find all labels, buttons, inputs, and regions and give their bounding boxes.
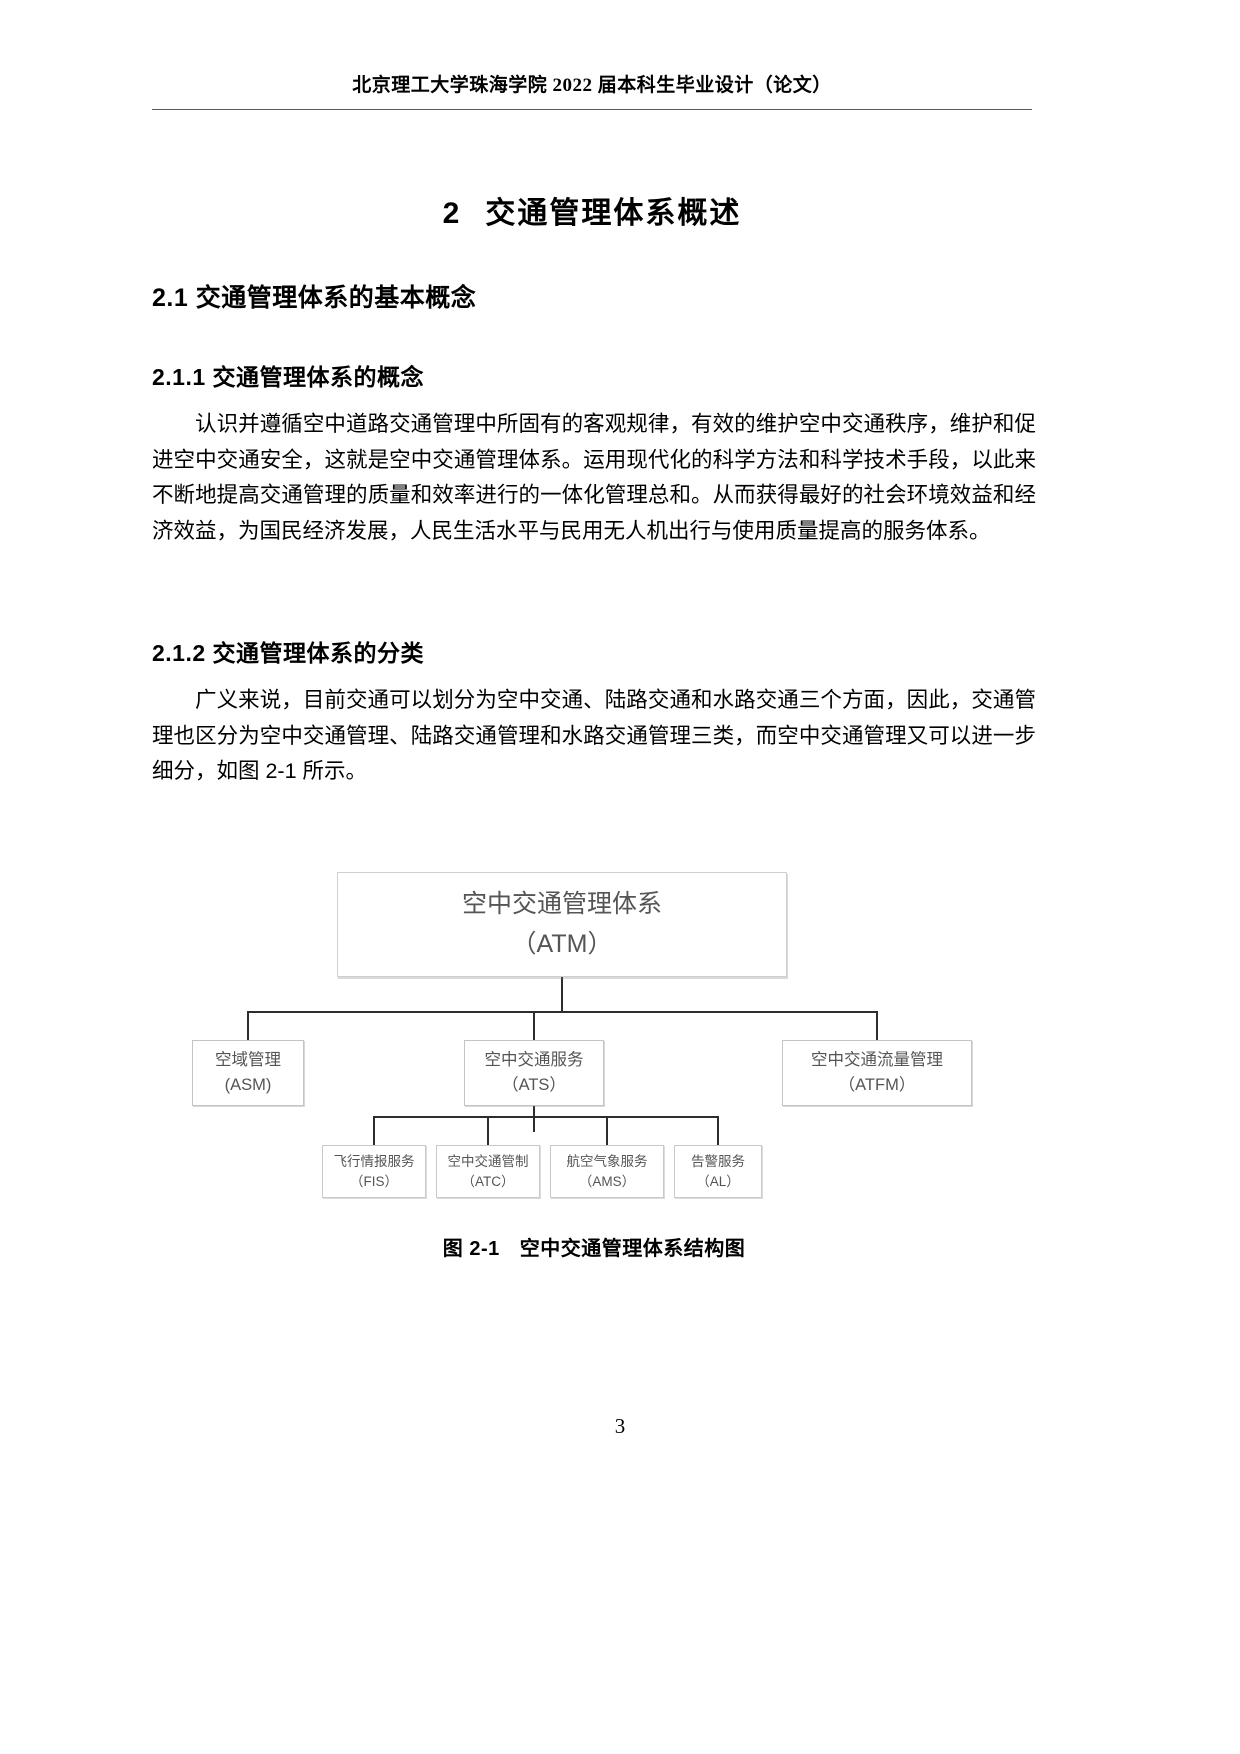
diagram-node-atfm-label: 空中交通流量管理	[811, 1051, 943, 1070]
page-number: 3	[614, 1414, 626, 1438]
diagram-node-fis-abbr: （FIS）	[349, 1173, 398, 1189]
figure-caption-text: 空中交通管理体系结构图	[519, 1238, 746, 1260]
connector-drop-al	[717, 1116, 719, 1145]
diagram-node-ats-abbr: （ATS）	[502, 1075, 566, 1094]
page-title: 2 交通管理体系概述	[152, 188, 1032, 232]
connector-drop-fis	[373, 1116, 375, 1145]
connector-drop-ats	[533, 1011, 535, 1040]
paragraph-2-1-2: 广义来说，目前交通可以划分为空中交通、陆路交通和水路交通三个方面，因此，交通管理…	[152, 688, 1036, 783]
diagram-node-atm: 空中交通管理体系 （ATM）	[337, 872, 787, 977]
header-divider	[152, 109, 1032, 110]
connector-drop-asm	[247, 1011, 249, 1040]
connector-drop-ams	[606, 1116, 608, 1145]
section-heading-2-1-2: 2.1.2 交通管理体系的分类	[152, 640, 425, 666]
paragraph-2-1-1: 认识并遵循空中道路交通管理中所固有的客观规律，有效的维护空中交通秩序，维护和促进…	[152, 412, 1036, 543]
connector-level3-bus	[373, 1116, 718, 1118]
diagram-node-ats: 空中交通服务 （ATS）	[464, 1040, 604, 1106]
connector-drop-atc	[487, 1116, 489, 1145]
figure-caption-label: 图 2-1	[442, 1238, 500, 1260]
diagram-node-asm-abbr: (ASM)	[224, 1075, 272, 1094]
diagram-node-atc: 空中交通管制 （ATC）	[436, 1145, 540, 1198]
chapter-number: 2	[442, 197, 460, 230]
diagram-node-al-label: 告警服务	[691, 1154, 745, 1170]
diagram-node-fis-label: 飞行情报服务	[333, 1154, 415, 1170]
diagram-node-ats-label: 空中交通服务	[484, 1051, 584, 1070]
diagram-node-al: 告警服务 （AL）	[674, 1145, 762, 1198]
connector-drop-atfm	[876, 1011, 878, 1040]
connector-level2-bus	[248, 1011, 877, 1013]
diagram-node-ams: 航空气象服务 （AMS）	[550, 1145, 664, 1198]
diagram-node-atc-label: 空中交通管制	[447, 1154, 529, 1170]
section-heading-2-1: 2.1 交通管理体系的基本概念	[152, 284, 477, 312]
connector-root-trunk	[561, 977, 563, 1012]
diagram-node-asm: 空域管理 (ASM)	[192, 1040, 304, 1106]
section-heading-2-1-1: 2.1.1 交通管理体系的概念	[152, 364, 425, 390]
diagram-node-atc-abbr: （ATC）	[461, 1173, 515, 1189]
diagram-node-atm-abbr: （ATM）	[511, 929, 613, 958]
diagram-node-asm-label: 空域管理	[215, 1051, 281, 1070]
chapter-title-text: 交通管理体系概述	[485, 197, 742, 230]
figure-2-1: 空中交通管理体系 （ATM） 空域管理 (ASM) 空中交通服务 （ATS） 空…	[152, 862, 1036, 1282]
figure-caption: 图 2-1 空中交通管理体系结构图	[152, 1232, 1036, 1261]
connector-ats-trunk	[533, 1106, 535, 1132]
diagram-node-atm-label: 空中交通管理体系	[461, 890, 662, 918]
diagram-node-fis: 飞行情报服务 （FIS）	[322, 1145, 426, 1198]
diagram-node-atfm: 空中交通流量管理 （ATFM）	[782, 1040, 972, 1106]
running-header: 北京理工大学珠海学院 2022 届本科生毕业设计（论文）	[152, 70, 1032, 110]
diagram-node-ams-abbr: （AMS）	[578, 1173, 636, 1189]
atm-hierarchy-diagram: 空中交通管理体系 （ATM） 空域管理 (ASM) 空中交通服务 （ATS） 空…	[152, 862, 1036, 1202]
diagram-node-ams-label: 航空气象服务	[566, 1154, 648, 1170]
running-header-title: 北京理工大学珠海学院 2022 届本科生毕业设计（论文）	[352, 75, 832, 96]
diagram-node-atfm-abbr: （ATFM）	[838, 1075, 916, 1094]
diagram-node-al-abbr: （AL）	[696, 1173, 740, 1189]
